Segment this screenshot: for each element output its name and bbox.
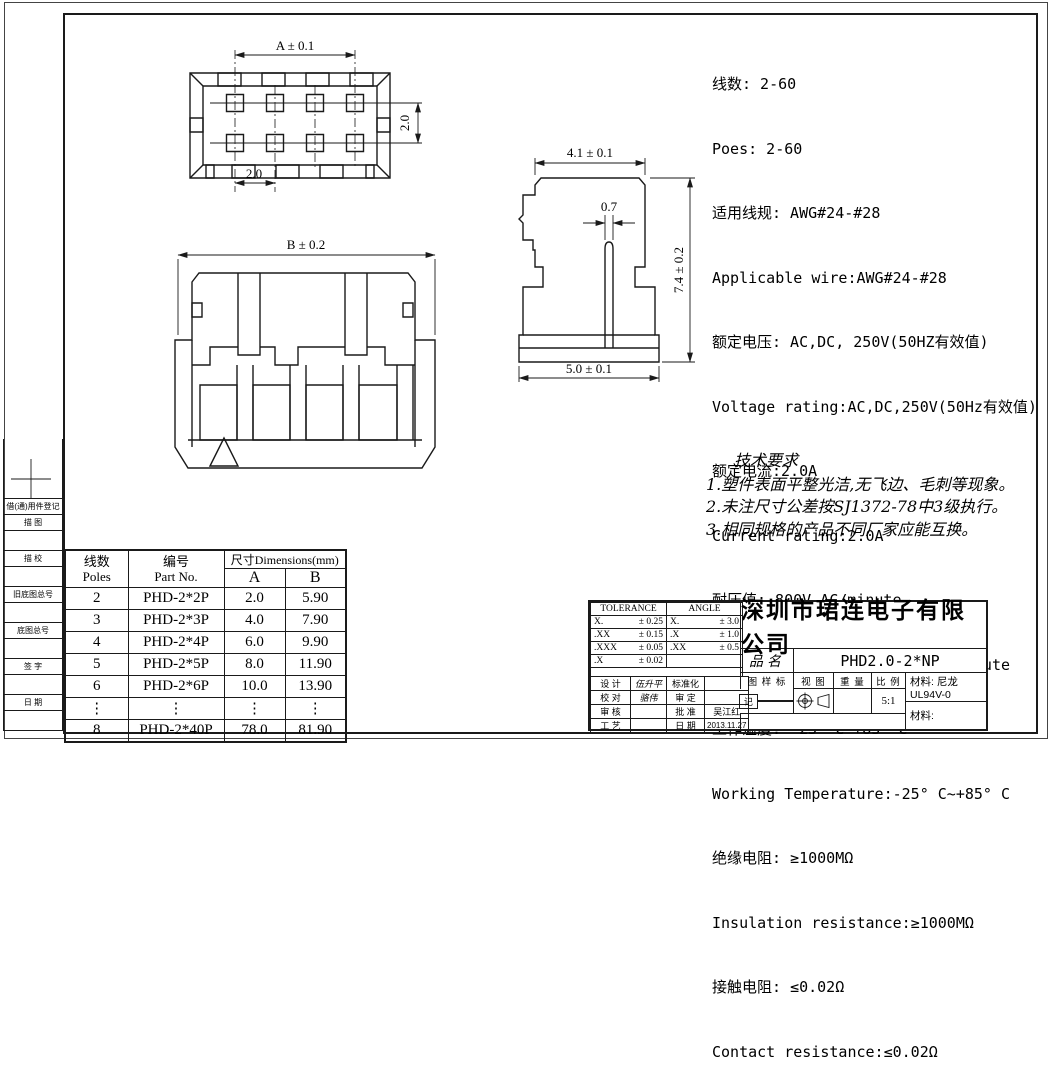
table-header-row: 线数 Poles 编号 Part No. 尺寸Dimensions(mm): [64, 549, 347, 588]
dim-top-width: 4.1 ± 0.1: [567, 145, 613, 160]
product-name-label: 品名: [740, 649, 794, 673]
sheet-outer-border: [4, 2, 1048, 739]
margin-field-blank: [3, 566, 63, 587]
col-b-header: B: [284, 568, 347, 588]
margin-field-column: 借(通)用件登记 描 图 描 校 旧底图总号 底图总号 签 字 日 期: [3, 439, 63, 731]
margin-field-blank: [3, 710, 63, 731]
spec-line: Poes: 2-60: [712, 139, 803, 158]
dim-body-width: B ± 0.2: [287, 237, 326, 252]
spec-line: Insulation resistance:≥1000MΩ: [712, 913, 974, 932]
signature-table: 设 计 伍升平 标准化 校 对 骆伟 审 定 审 核 批 准 吴江红 工 艺 日…: [590, 676, 750, 733]
spec-line: 绝缘电阻: ≥1000MΩ: [712, 849, 854, 867]
drawing-mark-cells: 记: [739, 689, 794, 713]
cross-mark-cell: [3, 439, 63, 499]
margin-field-label: 描 图: [3, 514, 63, 531]
drawing-mark-label: 图 样 标: [740, 673, 793, 689]
title-block: TOLERANCE ANGLE X.± 0.25 X.± 3.0 .XX± 0.…: [588, 597, 988, 733]
col-a-header: A: [223, 568, 286, 588]
partno-header-en: Part No.: [154, 569, 198, 584]
projection-symbol: [793, 689, 833, 713]
partno-header-cn: 编号: [162, 554, 189, 569]
spec-line: Applicable wire:AWG#24-#28: [712, 268, 947, 287]
table-row: 4 PHD-2*4P 6.0 9.90: [64, 631, 347, 654]
drawing-mark-cell: 记: [739, 693, 758, 709]
drawing-mark-cell: [756, 700, 776, 702]
spec-line: Current rating:2.0A: [712, 526, 884, 545]
dim-height: 7.4 ± 0.2: [671, 247, 686, 293]
weight-value: [833, 689, 871, 713]
dim-col-pitch: 2.0: [246, 166, 262, 181]
margin-field-blank: [3, 674, 63, 695]
table-row: 2 PHD-2*2P 2.0 5.90: [64, 587, 347, 610]
spec-line: Voltage rating:AC,DC,250V(50Hz有效值): [712, 397, 1037, 416]
margin-field-label: 旧底图总号: [3, 586, 63, 603]
spec-line: 线数: 2-60: [712, 75, 797, 93]
dim-slot-width: 0.7: [601, 199, 618, 214]
margin-field-label: 签 字: [3, 658, 63, 675]
view-label: 视 图: [793, 673, 833, 689]
poles-header-cn: 线数: [83, 554, 110, 569]
spec-line: 额定电压: AC,DC, 250V(50HZ有效值): [712, 333, 989, 351]
side-view-drawing: 4.1 ± 0.1 0.7 7.4 ± 0.2 5.0 ± 0.1: [495, 145, 710, 390]
drawing-mark-cell: [774, 700, 794, 702]
product-name-value: PHD2.0-2*NP: [794, 649, 986, 673]
first-angle-projection-icon: [796, 691, 832, 711]
tech-req-item: 3.相同规格的产品不同厂家应能互换。: [706, 519, 978, 539]
margin-field-label: 借(通)用件登记: [3, 498, 63, 515]
tech-req-item: 1.塑件表面平整光洁,无飞边、毛刺等现象。: [706, 474, 1015, 494]
dimensions-header: 尺寸Dimensions(mm): [223, 549, 347, 569]
technical-requirements: 技术要求 1.塑件表面平整光洁,无飞边、毛刺等现象。 2.未注尺寸公差按SJ13…: [706, 450, 1046, 541]
spec-line: 适用线规: AWG#24-#28: [712, 204, 881, 222]
title-block-blank-row: [740, 713, 905, 729]
weight-label: 重 量: [833, 673, 871, 689]
scale-value: 5:1: [871, 689, 905, 713]
centering-cross-mark: [11, 459, 51, 499]
margin-field-blank: [3, 638, 63, 659]
tolerance-table: TOLERANCE ANGLE X.± 0.25 X.± 3.0 .XX± 0.…: [590, 602, 743, 677]
spec-line: 额定电流:2.0A: [712, 462, 818, 480]
angle-header: ANGLE: [666, 602, 743, 616]
margin-field-blank: [3, 530, 63, 551]
margin-field-label: 日 期: [3, 694, 63, 711]
margin-field-label: 描 校: [3, 550, 63, 567]
table-row-ellipsis: ⋮ ⋮ ⋮ ⋮: [64, 697, 347, 720]
company-name: 深圳市珺连电子有限公司: [740, 597, 986, 657]
table-row: 8 PHD-2*40P 78.0 81.90: [64, 719, 347, 743]
poles-header-en: Poles: [82, 569, 111, 584]
tech-req-title: 技术要求: [734, 451, 799, 470]
material-1: 材料: 尼龙 UL94V-0: [905, 673, 986, 702]
top-view-drawing: A ± 0.1 2.0 2.0: [150, 38, 450, 210]
spec-list: 线数: 2-60 Poes: 2-60 适用线规: AWG#24-#28 App…: [712, 31, 1042, 1085]
spec-line: Working Temperature:-25° C~+85° C: [712, 784, 1011, 803]
table-subheader-row: A B: [65, 568, 347, 588]
scale-label: 比 例: [871, 673, 905, 689]
margin-field-label: 底图总号: [3, 622, 63, 639]
dim-row-pitch: 2.0: [397, 115, 412, 131]
front-view-drawing: B ± 0.2: [150, 237, 470, 480]
table-row: 6 PHD-2*6P 10.0 13.90: [64, 675, 347, 698]
tolerance-header: TOLERANCE: [590, 602, 667, 616]
dim-pin-span: A ± 0.1: [276, 38, 315, 53]
spec-line: 接触电阻: ≤0.02Ω: [712, 978, 845, 996]
margin-field-blank: [3, 602, 63, 623]
material-2: 材料:: [905, 702, 986, 729]
table-row: 3 PHD-2*3P 4.0 7.90: [64, 609, 347, 632]
poles-table: 线数 Poles 编号 Part No. 尺寸Dimensions(mm) A …: [64, 549, 347, 743]
spec-line: Contact resistance:≤0.02Ω: [712, 1042, 938, 1061]
table-row: 5 PHD-2*5P 8.0 11.90: [64, 653, 347, 676]
tech-req-item: 2.未注尺寸公差按SJ1372-78中3级执行。: [706, 497, 1008, 516]
dim-bottom-width: 5.0 ± 0.1: [566, 361, 612, 376]
drawing-frame: [63, 13, 1038, 734]
